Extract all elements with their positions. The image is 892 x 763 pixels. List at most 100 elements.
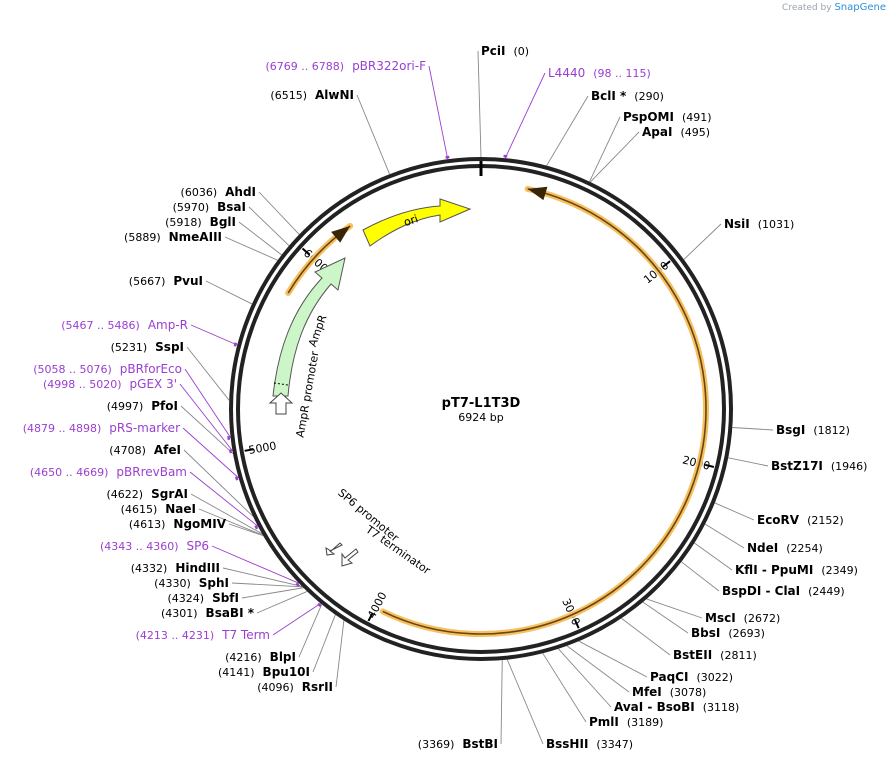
site-label-sphi[interactable]: (4330)SphI	[154, 576, 229, 590]
site-label-pgex3[interactable]: (4998 .. 5020)pGEX 3'	[43, 377, 177, 391]
site-position: (4615)	[121, 503, 158, 516]
site-name: MscI	[705, 611, 736, 625]
site-position: (5467 .. 5486)	[61, 319, 140, 332]
leader-line	[198, 508, 264, 536]
site-label-ngomiv[interactable]: (4613) NgoMIV	[129, 517, 227, 531]
ori-arrow[interactable]	[362, 198, 472, 247]
site-label-bcli[interactable]: BclI * (290)	[591, 89, 664, 103]
site-label-ahdi[interactable]: (6036)AhdI	[181, 185, 256, 199]
site-position: (4613)	[129, 518, 166, 531]
leader-line	[190, 493, 263, 535]
site-label-bstbi[interactable]: (3369)BstBI	[418, 737, 498, 751]
leader-line	[241, 587, 304, 599]
site-label-t7term[interactable]: (4213 .. 4231)T7 Term	[136, 628, 270, 642]
site-label-bbsi[interactable]: BbsI(2693)	[691, 626, 765, 640]
site-label-blpi[interactable]: (4216)BlpI	[225, 650, 296, 664]
primer-site-mark	[234, 476, 239, 481]
site-label-ecorv[interactable]: EcoRV(2152)	[757, 513, 844, 527]
site-label-sgrai[interactable]: (4622)SgrAI	[107, 487, 188, 501]
leader-line	[183, 449, 254, 517]
site-label-avai[interactable]: AvaI - BsoBI(3118)	[614, 700, 739, 714]
tick-mark	[301, 247, 310, 256]
site-position: (2152)	[807, 514, 844, 527]
site-label-pmli[interactable]: PmlI(3189)	[589, 715, 663, 729]
site-label-pcii[interactable]: PciI (0)	[481, 44, 529, 58]
site-name: pBRrevBam	[116, 465, 187, 479]
site-name: BlpI	[270, 650, 296, 664]
site-position: (5667)	[129, 275, 166, 288]
site-position: (5918)	[165, 216, 202, 229]
site-label-bsai[interactable]: (5970)BsaI	[173, 200, 246, 214]
site-name: BstZ17I	[771, 459, 823, 473]
site-label-rsrii[interactable]: (4096)RsrII	[257, 680, 333, 694]
site-label-bsteii[interactable]: BstEII(2811)	[673, 648, 757, 662]
site-label-pspomi[interactable]: PspOMI(491)	[623, 110, 712, 124]
site-label-ndei[interactable]: NdeI (2254)	[747, 541, 823, 555]
leader-line	[646, 598, 703, 619]
site-label-sbfi[interactable]: (4324)SbfI	[168, 591, 240, 605]
site-name: NgoMIV	[173, 517, 226, 531]
sp6-promoter-arrow[interactable]	[325, 542, 343, 556]
site-label-ampr-primer[interactable]: (5467 .. 5486) Amp-R	[61, 318, 188, 332]
site-label-nsii[interactable]: NsiI(1031)	[724, 217, 794, 231]
site-label-sp6[interactable]: (4343 .. 4360)SP6	[100, 539, 209, 553]
site-label-bsabi[interactable]: (4301)BsaBI *	[161, 606, 255, 620]
site-label-afei[interactable]: (4708)AfeI	[109, 443, 181, 457]
site-name: BclI *	[591, 89, 627, 103]
site-label-l4440[interactable]: L4440(98 .. 115)	[548, 66, 651, 80]
site-label-naei[interactable]: (4615)NaeI	[121, 502, 196, 516]
site-label-alwni[interactable]: (6515)AlwNI	[270, 88, 354, 102]
site-label-mfei[interactable]: MfeI(3078)	[632, 685, 706, 699]
site-label-sspi[interactable]: (5231)SspI	[111, 340, 184, 354]
leader-line	[248, 206, 290, 247]
site-position: (290)	[634, 90, 664, 103]
site-position: (0)	[514, 45, 530, 58]
site-label-bspdi[interactable]: BspDI - ClaI(2449)	[722, 584, 845, 598]
leader-line	[694, 542, 733, 571]
site-label-bsgi[interactable]: BsgI(1812)	[776, 423, 850, 437]
site-label-bgli[interactable]: (5918)BglI	[165, 215, 236, 229]
site-name: Amp-R	[148, 318, 188, 332]
ampr-promoter-arrow[interactable]	[268, 392, 294, 415]
site-position: (4879 .. 4898)	[23, 422, 102, 435]
ori-feature[interactable]: ori	[362, 198, 472, 247]
site-name: pGEX 3'	[130, 377, 177, 391]
site-position: (3078)	[670, 686, 707, 699]
site-label-bpu10i[interactable]: (4141)Bpu10I	[218, 665, 310, 679]
tick-mark	[662, 260, 671, 268]
orf-arrowhead	[331, 225, 351, 243]
site-label-nmeaiii[interactable]: (5889)NmeAIII	[124, 230, 222, 244]
site-name: RsrII	[302, 680, 333, 694]
site-label-pbr322orif[interactable]: (6769 .. 6788)pBR322ori-F	[266, 59, 427, 73]
site-position: (2254)	[786, 542, 823, 555]
site-label-pfoi[interactable]: (4997)PfoI	[107, 399, 178, 413]
site-name: SphI	[199, 576, 229, 590]
site-name: BstBI	[462, 737, 498, 751]
site-name: PciI	[481, 44, 506, 58]
site-label-bsshii[interactable]: BssHII(3347)	[546, 737, 633, 751]
ampr-arrow[interactable]	[272, 257, 346, 397]
t7-terminator-arrow[interactable]	[341, 548, 359, 567]
site-label-pbrrevbam[interactable]: (4650 .. 4669)pBRrevBam	[30, 465, 187, 479]
site-label-hindiii[interactable]: (4332)HindIII	[131, 561, 220, 575]
site-label-msci[interactable]: MscI (2672)	[705, 611, 780, 625]
site-position: (2672)	[744, 612, 781, 625]
site-label-apai[interactable]: ApaI(495)	[642, 125, 710, 139]
site-label-bstz17i[interactable]: BstZ17I(1946)	[771, 459, 867, 473]
site-label-paqci[interactable]: PaqCI(3022)	[650, 670, 733, 684]
site-label-prsmarker[interactable]: (4879 .. 4898)pRS-marker	[23, 421, 180, 435]
leader-line	[179, 383, 233, 452]
site-name: PaqCI	[650, 670, 688, 684]
site-name: PfoI	[151, 399, 178, 413]
site-name: BspDI - ClaI	[722, 584, 800, 598]
leader-line	[566, 645, 630, 693]
leader-line	[506, 659, 544, 745]
leader-line	[683, 223, 722, 260]
site-name: T7 Term	[221, 628, 270, 642]
site-label-pbrforeco[interactable]: (5058 .. 5076)pBRforEco	[33, 362, 182, 376]
site-label-kfli[interactable]: KflI - PpuMI(2349)	[735, 563, 858, 577]
tick-mark	[244, 448, 254, 452]
site-label-pvui[interactable]: (5667)PvuI	[129, 274, 203, 288]
site-name: NdeI	[747, 541, 778, 555]
orf-arc[interactable]	[382, 188, 707, 635]
